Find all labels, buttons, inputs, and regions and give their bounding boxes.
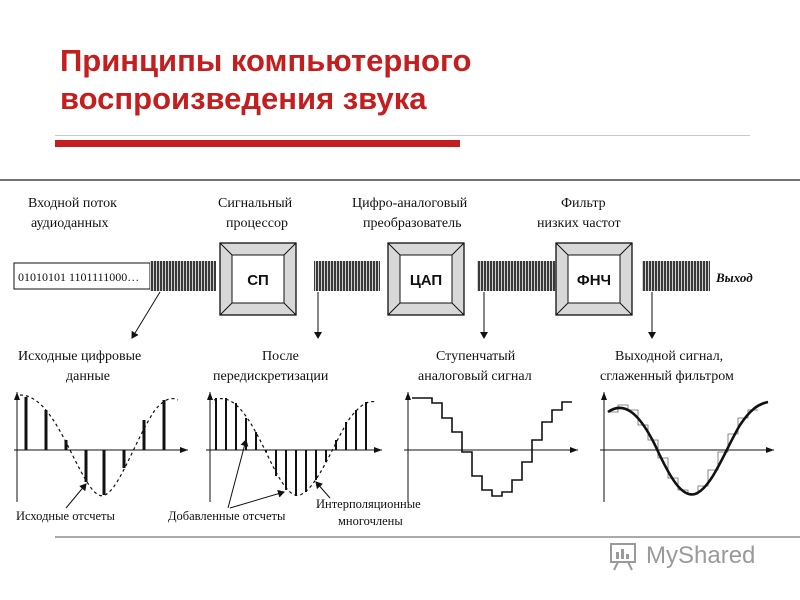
panel-4-graph <box>600 392 774 502</box>
sound-playback-diagram: Входной поток аудиоданных Сигнальный про… <box>0 179 800 538</box>
dac-box: ЦАП <box>387 242 465 316</box>
page-title: Принципы компьютерного воспроизведения з… <box>60 42 760 118</box>
flow-band-4 <box>642 261 710 291</box>
lpf-box-label: ФНЧ <box>577 272 611 289</box>
panel-3-title-1: Ступенчатый <box>436 349 516 364</box>
panel-1-graph <box>14 392 188 502</box>
lpf-label-1: Фильтр <box>561 196 606 211</box>
panel-4-title-1: Выходной сигнал, <box>615 349 723 364</box>
lpf-box: ФНЧ <box>555 242 633 316</box>
annotation-interp-line-1: Интерполяционные <box>316 497 421 511</box>
watermark-logo: MyShared <box>608 540 755 572</box>
input-label-2: аудиоданных <box>31 216 109 231</box>
panel-1-title-2: данные <box>66 369 110 384</box>
panel-2-title-1: После <box>262 349 299 364</box>
dsp-box-label: СП <box>247 272 269 289</box>
flow-band-3 <box>477 261 557 291</box>
annotation-pointer-added-1 <box>227 439 249 509</box>
watermark-text: MyShared <box>646 542 756 569</box>
lpf-label-2: низких частот <box>537 216 621 231</box>
annotation-added-samples: Добавленные отсчеты <box>168 509 286 523</box>
bitstream-text: 01010101 1101111000… <box>18 270 139 284</box>
panel-1-title-1: Исходные цифровые <box>18 349 141 364</box>
panel-4-title-2: сглаженный фильтром <box>600 369 734 384</box>
annotation-pointer-interp <box>315 481 331 499</box>
dsp-box: СП <box>219 242 297 316</box>
title-thin-rule <box>55 135 750 136</box>
panel-3-title-2: аналоговый сигнал <box>418 369 532 384</box>
dsp-label-1: Сигнальный <box>218 196 293 211</box>
panel-3-graph <box>404 392 578 502</box>
flow-band-1 <box>150 261 216 291</box>
flow-band-2 <box>314 261 380 291</box>
annotation-interp-line-2: многочлены <box>338 514 403 528</box>
annotation-pointer-added-2 <box>229 489 285 509</box>
title-red-rule <box>55 140 460 147</box>
input-label-1: Входной поток <box>28 196 117 211</box>
presentation-board-icon <box>610 543 636 571</box>
annotation-original-samples: Исходные отсчеты <box>16 509 115 523</box>
annotation-pointer-original <box>65 483 87 509</box>
dac-label-1: Цифро-аналоговый <box>352 196 468 211</box>
dac-label-2: преобразователь <box>363 216 461 231</box>
title-line-2: воспроизведения звука <box>60 81 427 116</box>
title-line-1: Принципы компьютерного <box>60 43 472 78</box>
dsp-label-2: процессор <box>226 216 288 231</box>
dac-box-label: ЦАП <box>410 272 442 289</box>
output-label: Выход <box>715 270 753 285</box>
pointer-arrow-1 <box>131 291 161 339</box>
panel-2-title-2: передискретизации <box>213 369 329 384</box>
panel-2-graph <box>206 392 382 502</box>
